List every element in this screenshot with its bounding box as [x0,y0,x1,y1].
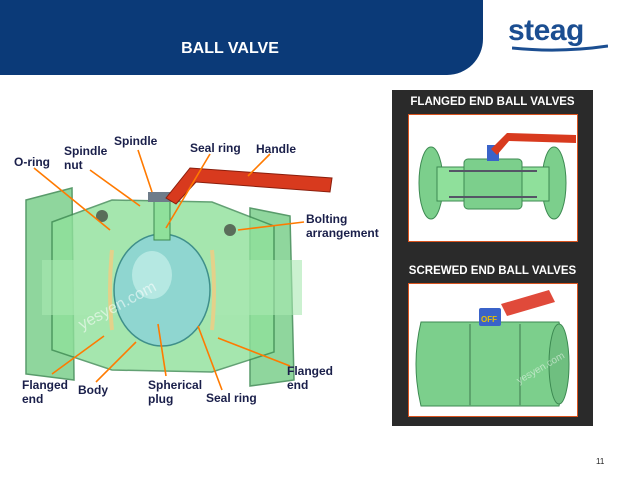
label-spindle-nut-line2: nut [64,158,83,172]
label-spindle-nut-line1: Spindle [64,144,108,158]
bolt-left [96,210,108,222]
label-oring: O-ring [14,155,50,169]
flanged-valve-illustration [409,115,577,240]
page-number: 11 [596,457,605,466]
label-spindle: Spindle [114,134,158,148]
screwed-end-heading: SCREWED END BALL VALVES [408,265,577,277]
logo-swoosh-icon [512,44,608,52]
label-seal-ring-bottom: Seal ring [206,391,257,405]
stem [153,199,171,241]
slide-title: BALL VALVE [181,40,279,57]
handle-bar [165,167,333,205]
label-handle: Handle [256,142,297,156]
seat-ring-right [210,249,216,331]
screwed-valve-photo: OFF yesyen.com [408,283,578,417]
label-body: Body [78,383,108,397]
bolt-right [224,224,236,236]
label-flanged-end-right-line1: Flanged [287,364,334,378]
label-bolting-line2: arrangement [306,226,379,240]
label-bolting-line1: Bolting [306,212,348,226]
valve-types-panel: FLANGED END BALL VALVES SCREWED END BALL… [392,90,593,426]
label-flanged-end-right-line2: end [287,378,309,392]
ball-valve-cutaway-illustration: yesyen.com [25,149,333,391]
label-spherical-plug-line1: Spherical [148,378,203,392]
off-tag: OFF [481,315,497,324]
screwed-valve-illustration: OFF yesyen.com [409,284,576,415]
label-spherical-plug-line2: plug [148,392,174,406]
label-flanged-end-left-line2: end [22,392,44,406]
label-seal-ring-top: Seal ring [190,141,241,155]
flanged-end-heading: FLANGED END BALL VALVES [410,96,575,108]
seat-ring-left [108,249,114,331]
header-band [0,0,483,75]
flanged-valve-photo [408,114,578,242]
spindle-nut-part [148,192,176,202]
steag-logo: steag [508,14,584,47]
callout-arrows [33,149,305,391]
label-flanged-end-left-line1: Flanged [22,378,69,392]
